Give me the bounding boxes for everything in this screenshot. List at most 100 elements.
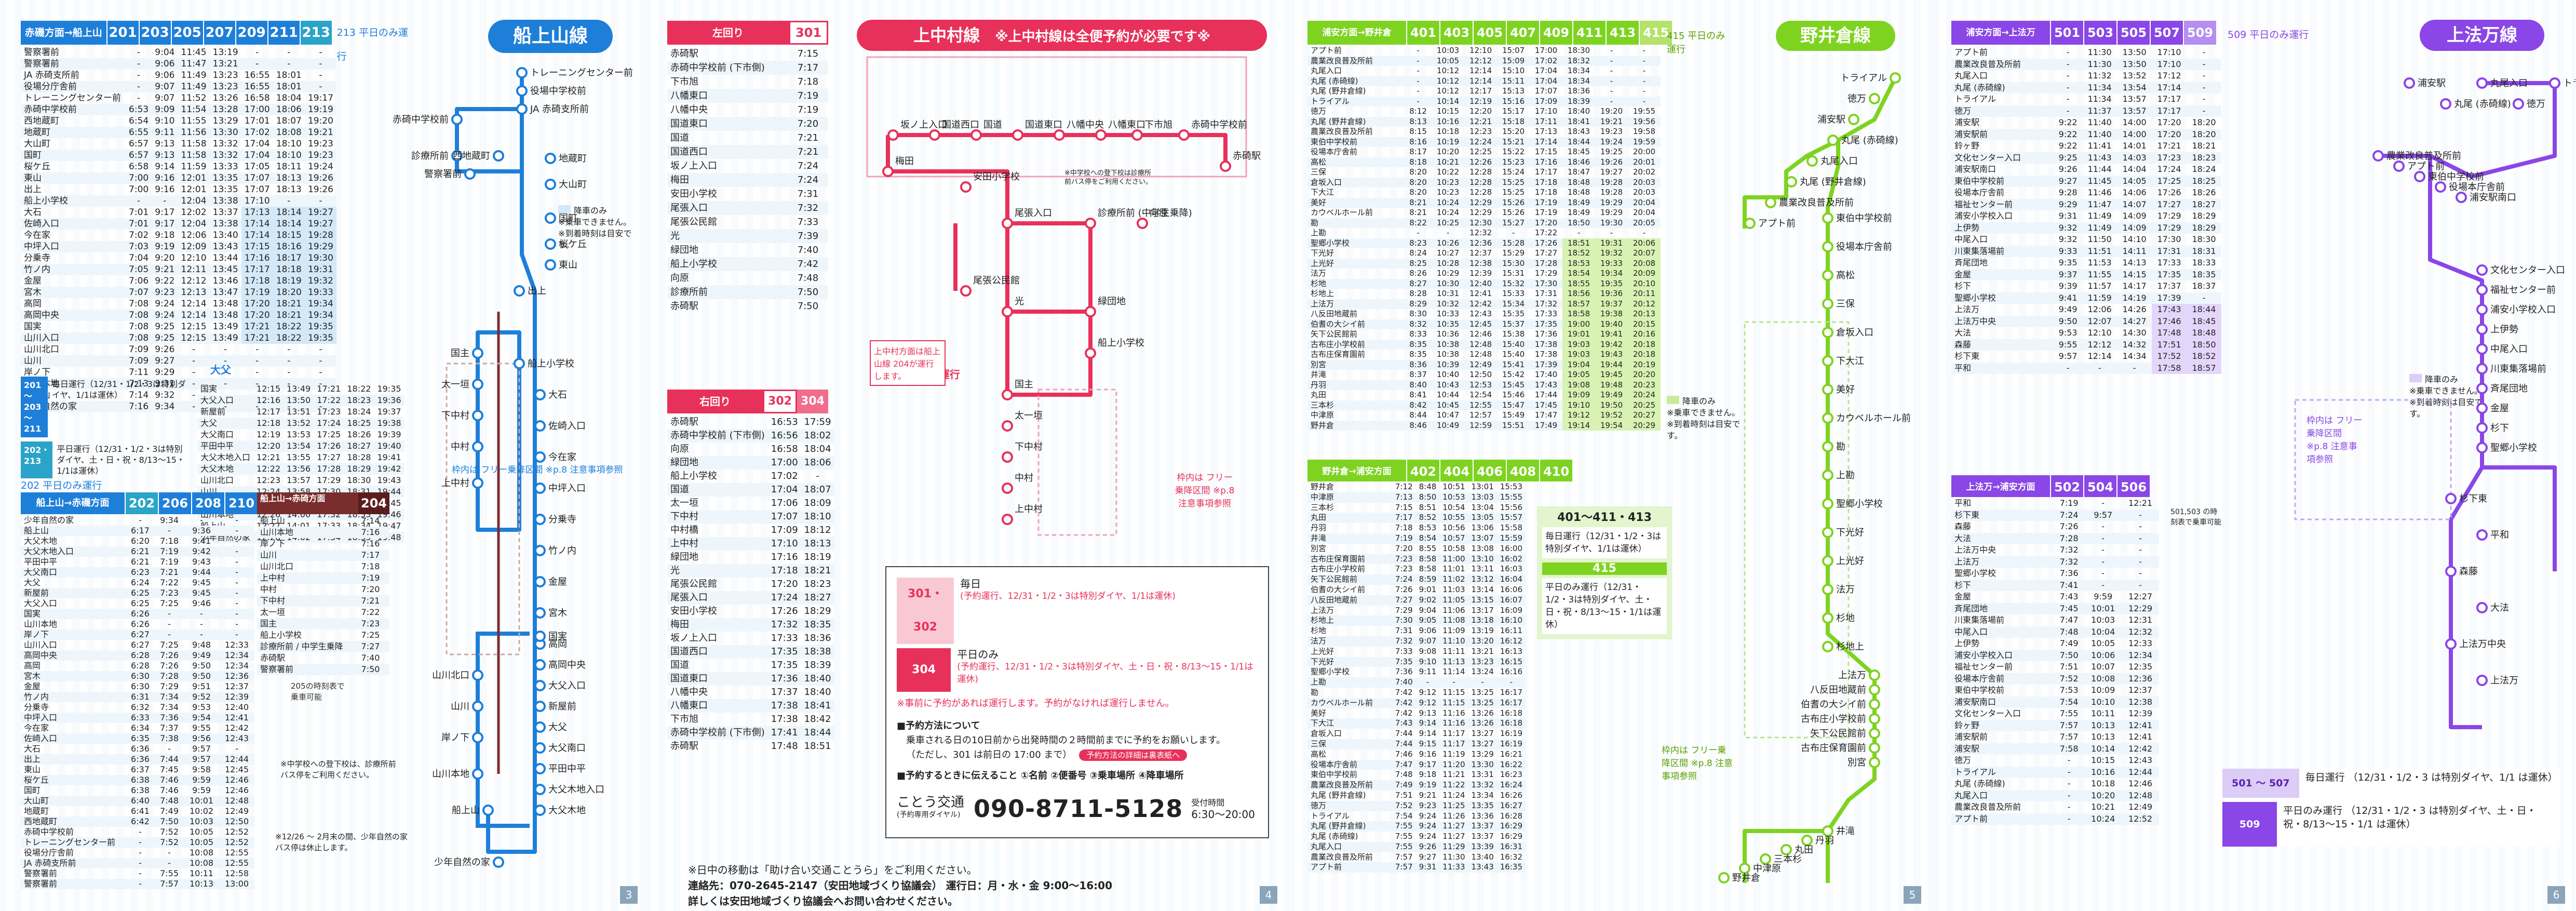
bus-stop-label: 下中村 xyxy=(441,410,469,421)
note-loop: 上中村方面は船上山線 204が運行します。 xyxy=(870,340,946,386)
time-cell: 14:32 xyxy=(2117,339,2152,351)
stop-name-cell: 船上小学校 xyxy=(260,630,302,640)
time-cell: 10:49 xyxy=(1432,420,1465,431)
time-cell: 9:14 xyxy=(1415,718,1440,729)
trip-201: 201 xyxy=(106,21,139,45)
reserve-details-chip[interactable]: 予約方法の詳細は裏表紙へ xyxy=(1079,749,1188,761)
time-cell: 7:46 xyxy=(1395,749,1413,759)
time-cell: 11:49 xyxy=(178,81,210,92)
time-cell: - xyxy=(235,515,238,525)
time-cell: 12:12 xyxy=(181,276,207,286)
time-cell: 18:07 xyxy=(801,483,834,497)
time-cell: 12:39 xyxy=(1469,269,1492,278)
time-cell: 10:29 xyxy=(1436,269,1460,278)
time-cell: 19:29 xyxy=(304,241,336,252)
bus-stop-label: 大山町 xyxy=(559,179,587,190)
time-cell: 9:13 xyxy=(1419,708,1437,718)
bus-stop-label: 法万 xyxy=(1836,584,1855,595)
time-cell: 20:13 xyxy=(1628,309,1661,319)
time-cell: 7:41 xyxy=(2054,579,2085,591)
time-cell: - xyxy=(219,609,254,619)
time-cell: 12:13 xyxy=(178,287,210,298)
time-cell: 17:35 xyxy=(771,660,798,671)
time-cell: - xyxy=(2054,58,2083,70)
stop-name-cell: 浦安駅南口 xyxy=(1951,696,2054,708)
time-cell: 7:52 xyxy=(160,827,179,837)
time-cell: 12:09 xyxy=(178,241,210,252)
stop-name-cell: 東伯中学校前 xyxy=(1307,137,1405,147)
bus-stop-marker xyxy=(1131,129,1143,141)
time-cell: 13:50 xyxy=(284,395,314,406)
stop-name-cell: 赤碕中学校前 xyxy=(24,827,74,837)
time-cell: 10:03 xyxy=(2091,615,2115,625)
time-cell: 7:57 xyxy=(2054,719,2085,731)
bus-stop-label: 八幡中央 xyxy=(1067,119,1104,130)
time-cell: 17:26 xyxy=(2157,187,2181,197)
time-cell: 7:09 xyxy=(129,344,149,355)
time-cell: - xyxy=(139,827,142,837)
time-cell: - xyxy=(235,536,238,546)
time-cell: 19:32 xyxy=(304,275,336,287)
time-cell: 6:36 xyxy=(131,744,150,754)
bus-stop-label: 上法万 xyxy=(1838,670,1866,681)
stop-name-cell: 金屋 xyxy=(24,681,41,691)
stop-name-cell: 山川北口 xyxy=(260,561,294,571)
time-cell: 17:25 xyxy=(317,430,341,439)
time-cell: 17:28 xyxy=(1530,258,1563,269)
time-cell: 7:54 xyxy=(2054,696,2085,708)
bus-stop-marker xyxy=(451,114,463,125)
time-cell: 17:32 xyxy=(1530,299,1563,309)
time-cell: 9:32 xyxy=(2058,234,2078,244)
stop-name-cell: 国町 xyxy=(21,150,126,161)
time-cell: 11:59 xyxy=(2082,292,2118,304)
time-cell: 7:37 xyxy=(160,723,179,733)
time-cell: 8:48 xyxy=(1419,482,1437,491)
table-row: 上勘--12:32-17:22--- xyxy=(1307,228,1661,238)
time-cell: 12:42 xyxy=(1464,299,1498,309)
bus-stop-label: 浦安駅 xyxy=(2418,78,2446,89)
time-cell: 7:21 xyxy=(155,567,184,578)
time-cell: 7:08 xyxy=(126,332,152,344)
stop-name-cell: 別宮 xyxy=(1307,359,1405,370)
time-cell: 7:50 xyxy=(352,664,389,675)
time-cell: 9:04 xyxy=(155,47,175,58)
stop-name-cell: 国道西口 xyxy=(667,145,788,159)
company-phone[interactable]: 090-8711-5128 xyxy=(974,795,1183,823)
time-cell: 18:39 xyxy=(804,660,831,671)
time-cell: 13:26 xyxy=(1471,708,1494,718)
bus-stop-marker xyxy=(1822,641,1833,652)
time-cell: - xyxy=(2066,94,2070,104)
time-cell: - xyxy=(137,70,141,81)
time-cell: 17:00 xyxy=(241,104,273,115)
time-cell: 10:12 xyxy=(1436,86,1460,96)
time-cell: 11:05 xyxy=(1439,595,1468,606)
bus-stop-label: 西地蔵町 xyxy=(453,151,490,162)
time-cell: - xyxy=(255,344,259,355)
time-cell: 12:14 xyxy=(1469,66,1492,75)
stop-name-cell: 三保 xyxy=(1307,739,1392,749)
time-cell: 7:39 xyxy=(788,229,828,243)
stop-name-cell: 杉下東 xyxy=(1951,509,2054,521)
time-cell: 16:18 xyxy=(1496,718,1526,729)
time-cell: 7:17 xyxy=(788,61,828,75)
bus-stop-marker xyxy=(534,483,546,494)
stop-name-cell: 西地蔵町 xyxy=(24,116,59,126)
stop-name-cell: 上法万 xyxy=(1307,299,1405,309)
time-cell: - xyxy=(219,588,254,598)
time-cell: 11:56 xyxy=(178,127,210,138)
